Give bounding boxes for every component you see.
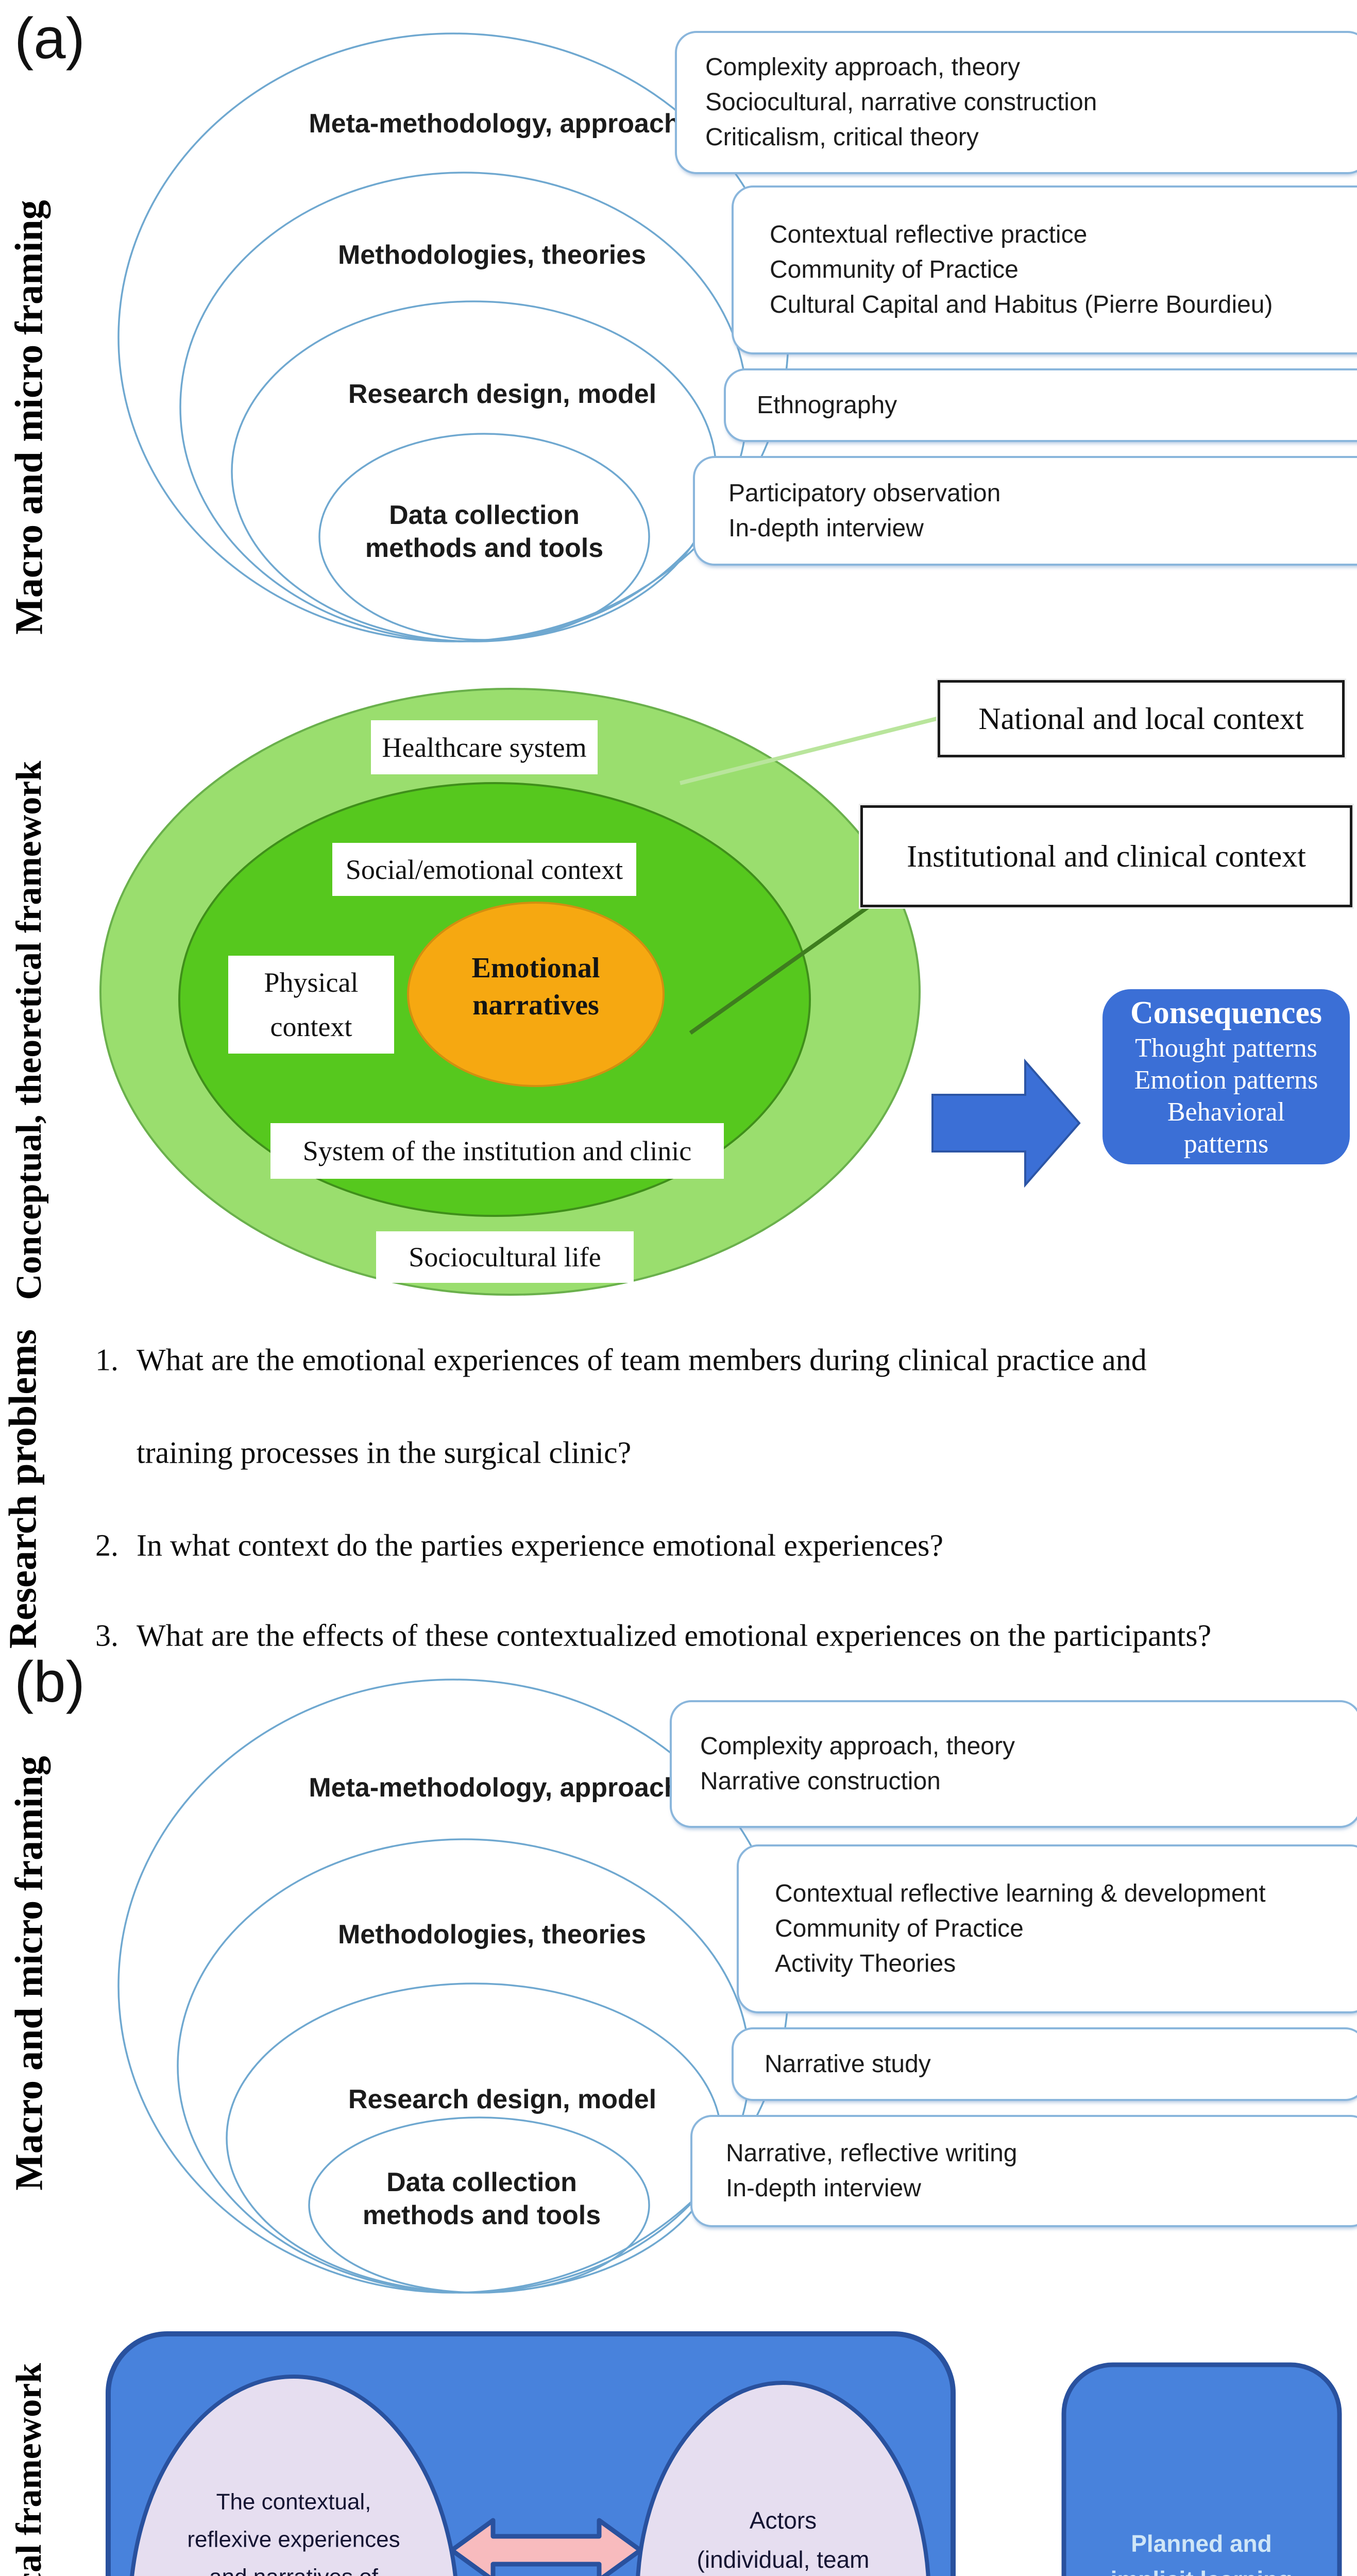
method-box-a-datacollection-line1: Participatory observation <box>728 479 1001 507</box>
rp-a-3-num: 3. <box>95 1618 118 1653</box>
outcome-text: Planned and implicit learning and format… <box>1080 2526 1322 2576</box>
zone-physical-line1: Physical <box>264 967 359 998</box>
emotional-line2: narratives <box>472 989 599 1021</box>
rp-a-1-line2: training processes in the surgical clini… <box>137 1435 632 1470</box>
method-box-b-datacollection-line1: Narrative, reflective writing <box>726 2140 1017 2167</box>
left-ellipse-text: The contextual, reflexive experiences an… <box>149 2483 438 2576</box>
consequences-box: Consequences Thought patterns Emotion pa… <box>1102 989 1350 1164</box>
method-box-b-datacollection-line2: In-depth interview <box>726 2175 921 2202</box>
right-ellipse-text: Actors (individual, team characteristics… <box>659 2501 907 2576</box>
rp-a-2-num: 2. <box>95 1528 118 1563</box>
method-box-a-design: Ethnography <box>724 368 1357 442</box>
right-ellipse-line1: Actors <box>749 2507 817 2534</box>
method-box-a-approach-line3: Criticalism, critical theory <box>705 124 979 151</box>
circle-label-design-a: Research design, model <box>348 379 657 409</box>
left-ellipse <box>130 2375 457 2576</box>
method-box-b-theories-line1: Contextual reflective learning & develop… <box>775 1880 1266 1907</box>
method-box-a-approach-line2: Sociocultural, narrative construction <box>705 89 1097 116</box>
rp-a-3-line1: What are the effects of these contextual… <box>137 1618 1212 1653</box>
side-label-framework-a: Conceptual, theoretical framework <box>9 760 49 1300</box>
zone-healthcare-system: Healthcare system <box>371 720 598 774</box>
side-label-problems-a: Research problems <box>1 1329 45 1649</box>
consequences-title: Consequences <box>1130 995 1322 1030</box>
side-label-framing-a: Macro and micro framing <box>7 200 51 635</box>
callout-line-national <box>680 715 943 785</box>
method-box-b-approach-line2: Narrative construction <box>700 1768 941 1795</box>
method-box-a-design-line1: Ethnography <box>757 391 897 419</box>
emotional-line1: Emotional <box>471 952 600 984</box>
method-box-b-datacollection: Narrative, reflective writing In-depth i… <box>690 2115 1357 2227</box>
method-box-b-approach: Complexity approach, theory Narrative co… <box>670 1700 1357 1828</box>
circle-label-design-b: Research design, model <box>348 2084 657 2114</box>
rp-a-1-num: 1. <box>95 1343 118 1377</box>
side-label-framing-b: Macro and micro framing <box>7 1756 51 2191</box>
left-ellipse-line2: reflexive experiences <box>187 2527 400 2552</box>
circle-label-data-a-line1: Data collection <box>389 500 580 530</box>
zone-social-emotional: Social/emotional context <box>332 843 636 896</box>
rp-a-2-line1: In what context do the parties experienc… <box>137 1528 943 1563</box>
left-ellipse-line3: and narratives of <box>149 2558 438 2576</box>
panel-a-label: (a) <box>14 6 85 71</box>
circle-label-methodologies-b: Methodologies, theories <box>337 1920 647 1950</box>
method-box-b-theories-line3: Activity Theories <box>775 1950 956 1977</box>
consequences-line1: Thought patterns <box>1135 1033 1317 1063</box>
outcome-line1: Planned and <box>1131 2530 1272 2557</box>
method-box-a-datacollection-line2: In-depth interview <box>728 514 924 542</box>
method-box-a-datacollection: Participatory observation In-depth inter… <box>693 456 1357 566</box>
method-box-a-theories-line1: Contextual reflective practice <box>770 221 1088 248</box>
double-arrow-horizontal <box>449 2518 643 2576</box>
method-box-b-design-line1: Narrative study <box>765 2050 931 2078</box>
right-ellipse <box>636 2381 930 2576</box>
circle-label-meta-b: Meta-methodology, approach <box>309 1773 681 1803</box>
zone-physical-line2: context <box>270 1011 352 1042</box>
circle-label-data-a-line2: methods and tools <box>365 533 604 563</box>
zone-physical-context: Physical context <box>228 956 394 1054</box>
zone-sociocultural-life: Sociocultural life <box>376 1231 634 1283</box>
circle-label-data-b-line2: methods and tools <box>362 2200 601 2230</box>
callout-national-local: National and local context <box>938 680 1345 757</box>
method-box-b-theories: Contextual reflective learning & develop… <box>737 1844 1357 2013</box>
method-box-b-theories-line2: Community of Practice <box>775 1915 1024 1942</box>
relation-arrows <box>449 2518 643 2576</box>
callout-line-institutional <box>689 903 872 1035</box>
side-label-framework-b: Conceptual, theoretical framework <box>9 2363 50 2576</box>
circle-label-data-b-line1: Data collection <box>386 2167 577 2197</box>
method-box-a-theories: Contextual reflective practice Community… <box>732 185 1357 354</box>
method-box-a-approach-line1: Complexity approach, theory <box>705 54 1020 81</box>
rp-a-1-line1: What are the emotional experiences of te… <box>137 1343 1147 1377</box>
circle-label-methodologies-a: Methodologies, theories <box>337 240 647 270</box>
right-ellipse-line2: (individual, team <box>697 2546 870 2573</box>
method-box-b-approach-line1: Complexity approach, theory <box>700 1733 1015 1760</box>
left-ellipse-line1: The contextual, <box>216 2489 371 2515</box>
circle-label-meta-a: Meta-methodology, approach <box>309 109 681 139</box>
consequences-line3: Behavioral <box>1167 1097 1285 1127</box>
zone-emotional-narratives: Emotional narratives <box>472 950 600 1024</box>
emotional-narratives-ellipse <box>407 902 665 1087</box>
method-box-b-design: Narrative study <box>732 2027 1357 2101</box>
circle-label-data-b: Data collection methods and tools <box>363 2166 601 2232</box>
panel-b-label: (b) <box>14 1650 85 1714</box>
method-box-a-theories-line2: Community of Practice <box>770 256 1019 283</box>
callout-institutional-clinical: Institutional and clinical context <box>860 805 1352 907</box>
outcome-frame <box>1061 2362 1342 2576</box>
consequences-arrow <box>931 1058 1081 1188</box>
zone-institution-clinic: System of the institution and clinic <box>270 1123 724 1179</box>
consequences-line2: Emotion patterns <box>1134 1065 1318 1095</box>
method-box-a-theories-line3: Cultural Capital and Habitus (Pierre Bou… <box>770 291 1273 318</box>
circle-label-data-a: Data collection methods and tools <box>365 499 603 565</box>
consequences-line4: patterns <box>1183 1129 1269 1159</box>
outcome-line2: implicit learning <box>1080 2562 1322 2576</box>
method-box-a-approach: Complexity approach, theory Sociocultura… <box>675 31 1357 174</box>
